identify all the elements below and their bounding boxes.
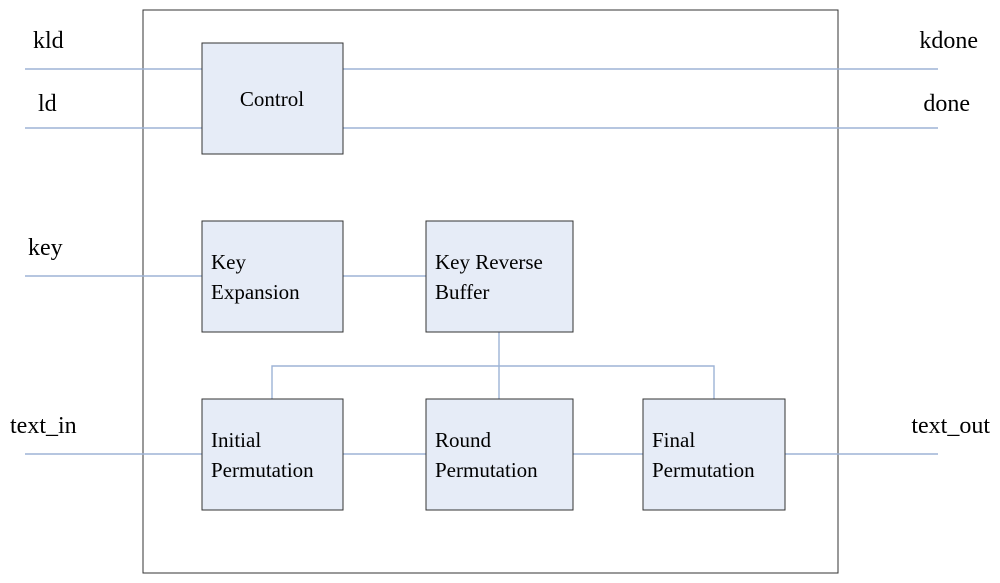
initial-permutation-label-line2: Permutation (211, 458, 314, 482)
key-expansion-label-line1: Key (211, 250, 246, 274)
round-permutation-block: Round Permutation (425, 398, 574, 511)
initial-permutation-box (201, 398, 344, 511)
key-reverse-buffer-label-line1: Key Reverse (435, 250, 543, 274)
key-expansion-label-line2: Expansion (211, 280, 300, 304)
round-permutation-label-line2: Permutation (435, 458, 538, 482)
signal-kdone: kdone (919, 28, 978, 54)
key-expansion-block: Key Expansion (201, 220, 344, 333)
key-reverse-buffer-block: Key Reverse Buffer (425, 220, 574, 333)
signal-done: done (923, 91, 970, 117)
wires (25, 68, 938, 455)
wire-key-bus (271, 365, 715, 399)
control-block: Control (201, 42, 344, 155)
signal-key: key (28, 235, 63, 261)
round-permutation-box (425, 398, 574, 511)
round-permutation-label-line1: Round (435, 428, 492, 452)
final-permutation-label-line2: Permutation (652, 458, 755, 482)
signal-text-out: text_out (911, 413, 990, 439)
key-reverse-buffer-box (425, 220, 574, 333)
key-reverse-buffer-label-line2: Buffer (435, 280, 489, 304)
key-expansion-box (201, 220, 344, 333)
final-permutation-box (642, 398, 786, 511)
control-label: Control (240, 87, 304, 111)
signal-labels: kld ld key text_in kdone done text_out (10, 28, 990, 439)
final-permutation-label-line1: Final (652, 428, 695, 452)
signal-ld: ld (38, 91, 57, 117)
initial-permutation-label-line1: Initial (211, 428, 261, 452)
signal-kld: kld (33, 28, 64, 54)
signal-text-in: text_in (10, 413, 77, 439)
final-permutation-block: Final Permutation (642, 398, 786, 511)
control-box (201, 42, 344, 155)
initial-permutation-block: Initial Permutation (201, 398, 344, 511)
